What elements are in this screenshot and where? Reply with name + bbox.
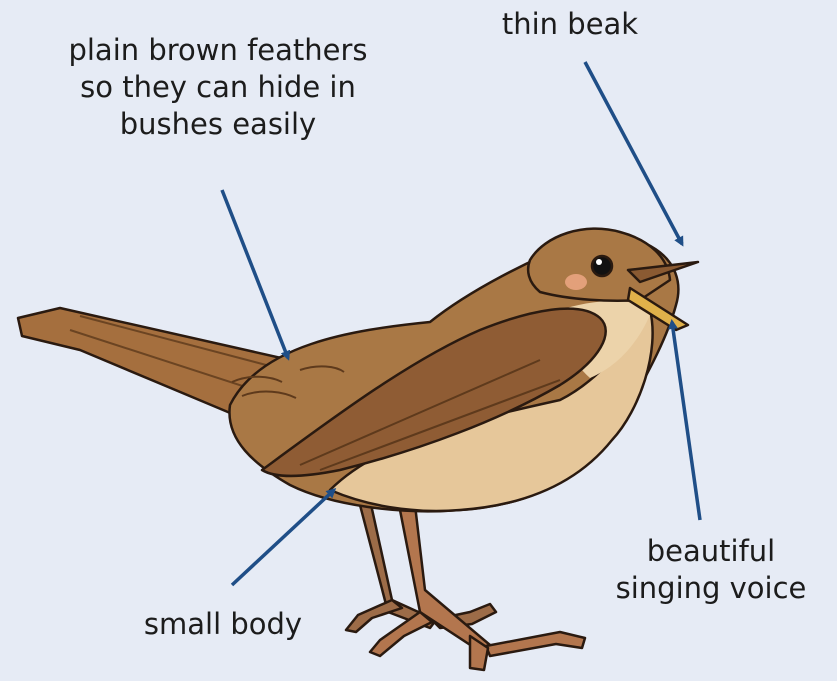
label-brown-feathers: plain brown feathers so they can hide in… xyxy=(18,32,418,143)
label-brown-feathers-line: bushes easily xyxy=(18,106,418,143)
back-foot xyxy=(346,600,402,632)
label-singing-voice-line: singing voice xyxy=(586,570,836,607)
arrow-beak xyxy=(585,62,682,244)
label-singing-voice: beautiful singing voice xyxy=(586,533,836,607)
arrow-body xyxy=(232,490,334,585)
label-small-body: small body xyxy=(113,606,333,643)
label-small-body-text: small body xyxy=(113,606,333,643)
label-thin-beak-text: thin beak xyxy=(470,6,670,43)
label-brown-feathers-line: so they can hide in xyxy=(18,69,418,106)
label-singing-voice-line: beautiful xyxy=(586,533,836,570)
eye xyxy=(592,256,612,276)
front-foot xyxy=(370,612,432,656)
label-brown-feathers-line: plain brown feathers xyxy=(18,32,418,69)
label-thin-beak: thin beak xyxy=(470,6,670,43)
arrow-voice xyxy=(672,322,700,520)
arrow-feathers xyxy=(222,190,288,358)
